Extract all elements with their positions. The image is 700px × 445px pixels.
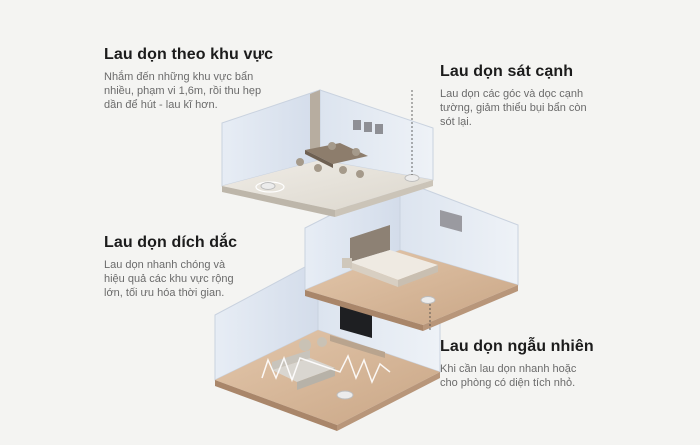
callout-title: Lau dọn ngẫu nhiên xyxy=(440,338,594,355)
callout-description: Khi cần lau dọn nhanh hoặc cho phòng có … xyxy=(440,363,577,389)
callout-description: Lau dọn các góc và dọc cạnh tường, giảm … xyxy=(440,88,587,128)
robot-vacuum-top-left xyxy=(260,182,276,190)
callout-random-cleaning: Lau dọn ngẫu nhiên Khi cần lau dọn nhanh… xyxy=(440,338,620,390)
callout-description: Nhắm đến những khu vực bẩn nhiều, phạm v… xyxy=(104,71,262,111)
callout-title: Lau dọn theo khu vực xyxy=(104,46,274,63)
robot-vacuum-top-right xyxy=(404,174,420,182)
callout-area-cleaning: Lau dọn theo khu vực Nhắm đến những khu … xyxy=(104,46,304,112)
dining-room-floor xyxy=(221,89,434,217)
callout-description: Lau dọn nhanh chóng và hiệu quả các khu … xyxy=(104,259,234,299)
robot-vacuum-middle xyxy=(420,296,436,304)
bedroom-floor xyxy=(304,179,519,332)
robot-vacuum-bottom xyxy=(336,390,354,400)
callout-edge-cleaning: Lau dọn sát cạnh Lau dọn các góc và dọc … xyxy=(440,63,620,129)
callout-zigzag-cleaning: Lau dọn dích dắc Lau dọn nhanh chóng và … xyxy=(104,234,294,300)
callout-title: Lau dọn dích dắc xyxy=(104,234,238,251)
callout-title: Lau dọn sát cạnh xyxy=(440,63,574,80)
zigzag-path xyxy=(261,354,391,385)
